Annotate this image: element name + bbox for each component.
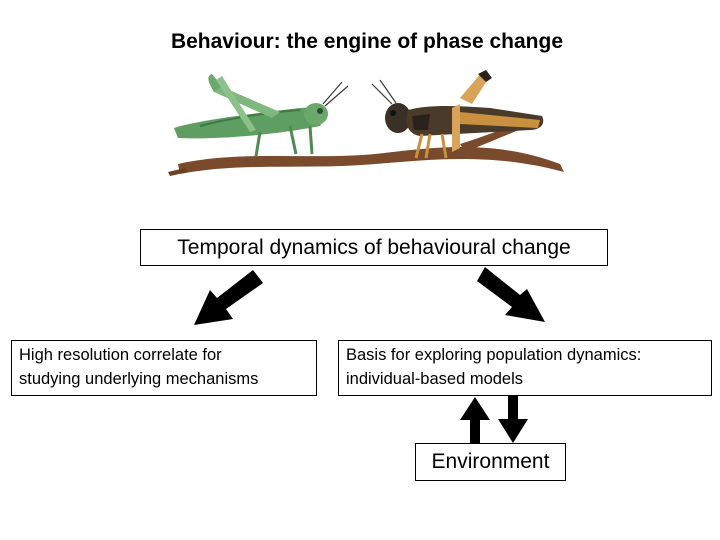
arrow-down-to-environment [498,396,528,443]
green-locust-image [174,74,349,157]
environment-box: Environment [415,443,566,481]
high-resolution-line-1: High resolution correlate for [19,346,222,364]
arrow-up-from-environment [460,397,490,443]
arrow-to-left-box [194,270,263,325]
high-resolution-box: High resolution correlate for studying u… [11,340,317,396]
population-dynamics-line-1: Basis for exploring population dynamics: [346,346,642,364]
locusts-on-branch-illustration [168,70,564,176]
temporal-dynamics-label: Temporal dynamics of behavioural change [177,236,571,259]
slide-title: Behaviour: the engine of phase change [170,30,564,53]
brown-locust-image [371,70,544,159]
temporal-dynamics-box: Temporal dynamics of behavioural change [140,229,608,266]
arrow-to-right-box [477,267,545,322]
environment-label: Environment [431,450,550,473]
high-resolution-line-2: studying underlying mechanisms [19,370,259,388]
population-dynamics-box: Basis for exploring population dynamics:… [338,340,712,396]
population-dynamics-line-2: individual-based models [346,370,524,388]
